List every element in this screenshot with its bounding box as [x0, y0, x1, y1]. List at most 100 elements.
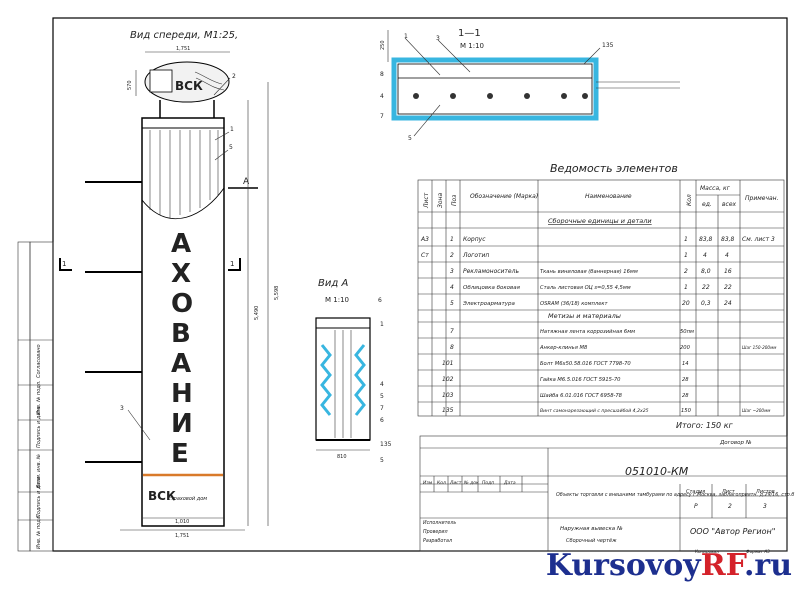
view-a-dim: 810 — [337, 454, 347, 460]
row4-total: 22 — [724, 284, 732, 291]
format-label: Формат А3 — [746, 549, 770, 554]
row1-designation: Корпус — [463, 236, 486, 243]
watermark-part-1: Kursovoy — [545, 548, 701, 583]
spec-title: Ведомость элементов — [550, 162, 678, 175]
m2-pos: 8 — [450, 344, 454, 351]
sheets-label: Листов — [755, 489, 775, 495]
row3-designation: Рекламоноситель — [463, 268, 519, 275]
invoice-label: Договор № — [719, 440, 752, 446]
va-callout-4: 4 — [380, 381, 384, 388]
row3-pos: 3 — [450, 268, 454, 275]
sheets-value: 3 — [763, 503, 767, 510]
role-1: Исполнитель — [423, 520, 456, 526]
m1-pos: 7 — [450, 328, 454, 335]
m1-name: Натяжная лента коррозийная 6мм — [540, 329, 635, 335]
hdr-list: Лист — [423, 192, 430, 209]
va-callout-5: 5 — [380, 393, 384, 400]
row1-unit: 83,8 — [699, 236, 713, 243]
row5-unit: 0,3 — [701, 300, 711, 307]
stamp-replace: Взам. инв. № — [36, 454, 42, 488]
spec-total: Итого: 150 кг — [676, 421, 734, 430]
row2-unit: 4 — [703, 252, 707, 259]
section-mark-left: 1 — [62, 260, 66, 268]
stage-value: Р — [694, 503, 698, 510]
hdr-zone: Зона — [437, 193, 444, 208]
m5-pos: 103 — [442, 392, 454, 399]
letter-6: Н — [171, 379, 193, 409]
side-stamp: Согласовано Инв. № подл. Подпись и дата … — [17, 241, 54, 552]
m4-qty: 28 — [682, 377, 689, 383]
dim-bottom: 1,751 — [175, 533, 189, 539]
m6-qty: 150 — [681, 408, 692, 414]
dim-width: 1,010 — [175, 519, 189, 525]
callout-2: 2 — [232, 73, 236, 80]
stamp-inv: Инв. № подл. — [36, 381, 42, 416]
letter-3: О — [171, 289, 193, 319]
section-dim-left: 250 — [380, 40, 386, 50]
va-callout-5b: 5 — [380, 457, 384, 464]
row1-note: См. лист 3 — [742, 236, 775, 243]
m5-qty: 28 — [682, 393, 689, 399]
stamp-sign-date-2: Подпись и дата — [36, 477, 42, 518]
company-name: ООО "Автор Регион" — [690, 527, 775, 536]
letter-7: И — [171, 409, 193, 439]
object-text: Объекты торговли с внешними тамбурами по… — [556, 492, 794, 498]
hdr-mass: Масса, кг — [700, 185, 731, 192]
row2-total: 4 — [725, 252, 729, 259]
row5-name: OSRAM (36/18) комплект — [540, 301, 609, 307]
spec-table: Ведомость элементов Лист Зона Поз Обозна… — [417, 162, 785, 430]
row3-name: Ткань виниловая (баннерная) 16мм — [540, 269, 638, 275]
row3-total: 16 — [724, 268, 732, 275]
va-callout-1: 1 — [380, 321, 384, 328]
section-1-1: 1—1 М 1:10 250 1 3 135 8 4 7 5 — [380, 28, 680, 142]
view-a-title: Вид А — [318, 278, 348, 289]
sec-callout-4: 4 — [380, 93, 384, 100]
row5-pos: 5 — [450, 300, 454, 307]
m6-name: Винт самонарезающий с пресшайбой 4,2х25 — [540, 408, 649, 414]
dim-height-1: 5,490 — [254, 306, 260, 320]
callout-1: 1 — [230, 126, 234, 133]
m2-note: Шаг 150-200мм — [742, 345, 776, 350]
row1-list: А3 — [420, 236, 429, 243]
va-callout-135: 135 — [380, 441, 392, 448]
rev-h-3: Лист — [449, 480, 462, 486]
doc-code: 051010-КМ — [625, 465, 689, 478]
row2-qty: 1 — [684, 252, 688, 259]
letter-8: Е — [171, 439, 189, 469]
row2-designation: Логотип — [462, 252, 489, 259]
m6-note: Шаг ~200мм — [742, 408, 770, 413]
row5-total: 24 — [724, 300, 732, 307]
sec-callout-1: 1 — [404, 33, 408, 40]
sec-callout-135: 135 — [602, 42, 614, 49]
section-scale: М 1:10 — [460, 42, 484, 50]
sec-callout-5: 5 — [408, 135, 412, 142]
sheet-value: 2 — [728, 503, 732, 510]
m4-name: Гайка М6.5.016 ГОСТ 5915-70 — [540, 377, 621, 383]
section-title: 1—1 — [458, 28, 481, 39]
title-block: Изм Кол Лист № док Подп Дата Исполнитель… — [419, 435, 794, 554]
rev-h-5: Подп — [482, 480, 494, 486]
stamp-sign-date: Подпись и дата — [36, 407, 42, 448]
stage-label: Стадия — [686, 489, 705, 495]
section-1-heading: Сборочные единицы и детали — [548, 217, 652, 225]
va-callout-7: 7 — [380, 405, 384, 412]
m1-qty: 50пм — [680, 329, 694, 335]
letter-1: А — [171, 229, 191, 259]
view-a-scale: М 1:10 — [325, 296, 349, 304]
hdr-mass-total: всех — [722, 201, 737, 208]
view-a-mark: А — [243, 177, 250, 187]
hdr-qty: Кол — [686, 194, 693, 206]
hdr-mass-unit: ед. — [702, 201, 712, 208]
sec-callout-8: 8 — [380, 71, 384, 78]
oval-logo-mark: ВСК — [175, 79, 203, 93]
watermark-part-2: RF — [700, 548, 744, 583]
row1-qty: 1 — [684, 236, 688, 243]
front-view-title: Вид спереди, М1:25, — [130, 30, 238, 41]
row4-qty: 1 — [684, 284, 688, 291]
dim-top: 1,751 — [176, 46, 190, 52]
m2-qty: 200 — [680, 345, 691, 351]
rev-h-2: Кол — [437, 480, 446, 486]
m5-name: Шайба 6.01.016 ГОСТ 6958-78 — [540, 393, 623, 399]
view-a: Вид А М 1:10 810 6 1 4 5 7 6 135 5 — [315, 278, 392, 464]
